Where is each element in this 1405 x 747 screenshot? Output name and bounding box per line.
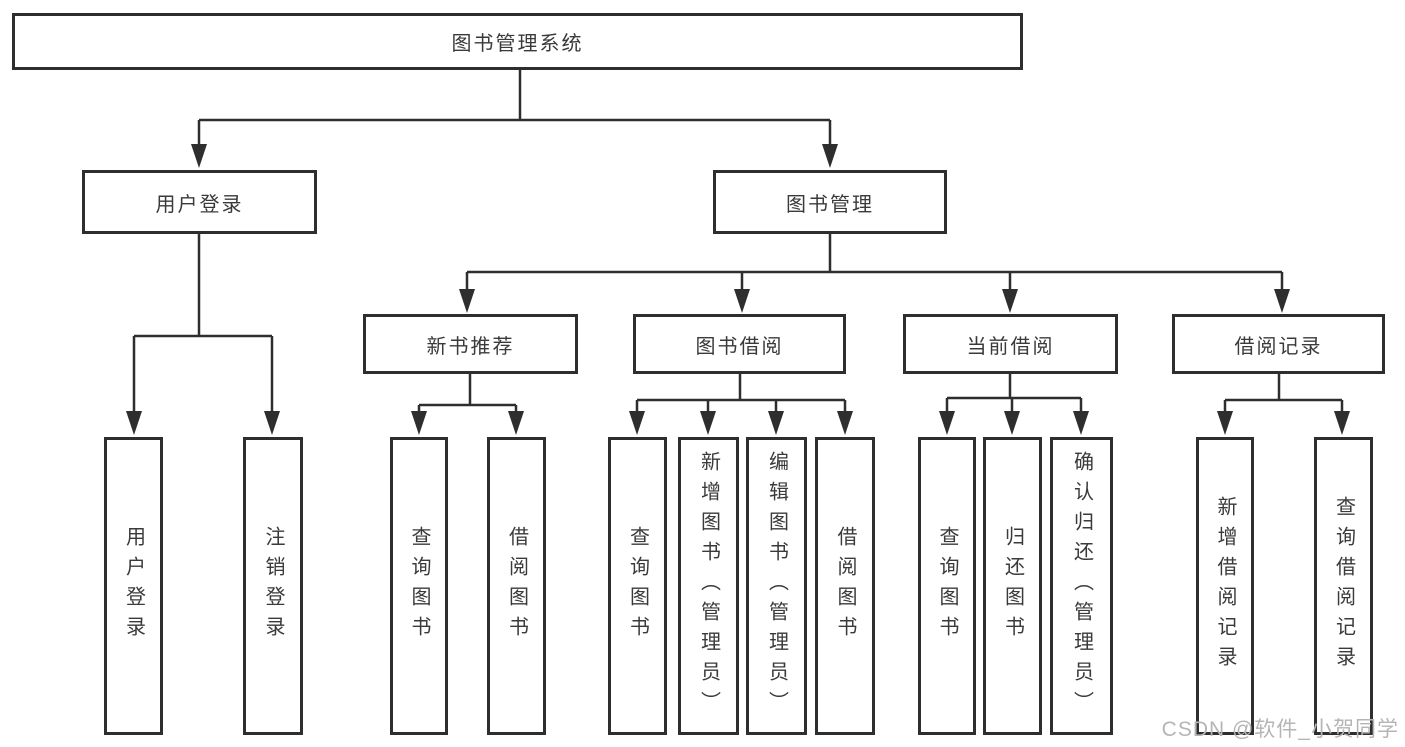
node-book-management: 图书管理 [713, 170, 947, 234]
node-borrow-records: 借阅记录 [1172, 314, 1385, 374]
node-root-label: 图书管理系统 [451, 33, 584, 55]
leaf-borrow-borrow-books: 借阅图书 [815, 437, 875, 735]
leaf-newbook-query-books: 查询图书 [390, 437, 448, 735]
leaf-newbook-query-books-label: 查询图书 [408, 526, 430, 646]
node-new-book-recommend: 新书推荐 [363, 314, 578, 374]
leaf-current-query-books-label: 查询图书 [936, 526, 958, 646]
leaf-newbook-borrow-books: 借阅图书 [487, 437, 546, 735]
leaf-records-add-record-label: 新增借阅记录 [1214, 496, 1236, 676]
leaf-user-login: 用户登录 [104, 437, 163, 735]
leaf-current-return-books: 归还图书 [983, 437, 1042, 735]
leaf-logout-label: 注销登录 [262, 526, 284, 646]
leaf-borrow-add-books-admin: 新增图书（管理员） [678, 437, 739, 735]
leaf-current-confirm-return-admin: 确认归还（管理员） [1050, 437, 1113, 735]
leaf-borrow-add-books-admin-label: 新增图书（管理员） [697, 451, 720, 721]
leaf-borrow-edit-books-admin-label: 编辑图书（管理员） [765, 451, 788, 721]
leaf-borrow-edit-books-admin: 编辑图书（管理员） [746, 437, 807, 735]
node-current-borrow: 当前借阅 [903, 314, 1118, 374]
node-new-book-recommend-label: 新书推荐 [426, 335, 515, 358]
leaf-records-query-record-label: 查询借阅记录 [1332, 496, 1355, 676]
leaf-records-query-record: 查询借阅记录 [1314, 437, 1373, 735]
node-book-borrow-label: 图书借阅 [695, 335, 784, 358]
node-book-borrow: 图书借阅 [633, 314, 846, 374]
leaf-borrow-borrow-books-label: 借阅图书 [834, 526, 856, 646]
csdn-watermark: CSDN @软件_小贺同学 [1161, 718, 1399, 741]
node-root-system: 图书管理系统 [12, 13, 1023, 70]
node-user-login: 用户登录 [82, 170, 317, 234]
leaf-borrow-query-books: 查询图书 [608, 437, 667, 735]
leaf-current-return-books-label: 归还图书 [1001, 526, 1024, 646]
leaf-newbook-borrow-books-label: 借阅图书 [505, 526, 528, 646]
leaf-current-query-books: 查询图书 [918, 437, 976, 735]
leaf-current-confirm-return-admin-label: 确认归还（管理员） [1070, 451, 1093, 721]
leaf-borrow-query-books-label: 查询图书 [626, 526, 649, 646]
leaf-user-login-label: 用户登录 [122, 526, 145, 646]
node-borrow-records-label: 借阅记录 [1234, 335, 1323, 358]
node-book-management-label: 图书管理 [786, 193, 874, 216]
leaf-records-add-record: 新增借阅记录 [1196, 437, 1254, 735]
leaf-logout: 注销登录 [243, 437, 303, 735]
node-user-login-label: 用户登录 [155, 193, 244, 216]
node-current-borrow-label: 当前借阅 [966, 335, 1055, 358]
